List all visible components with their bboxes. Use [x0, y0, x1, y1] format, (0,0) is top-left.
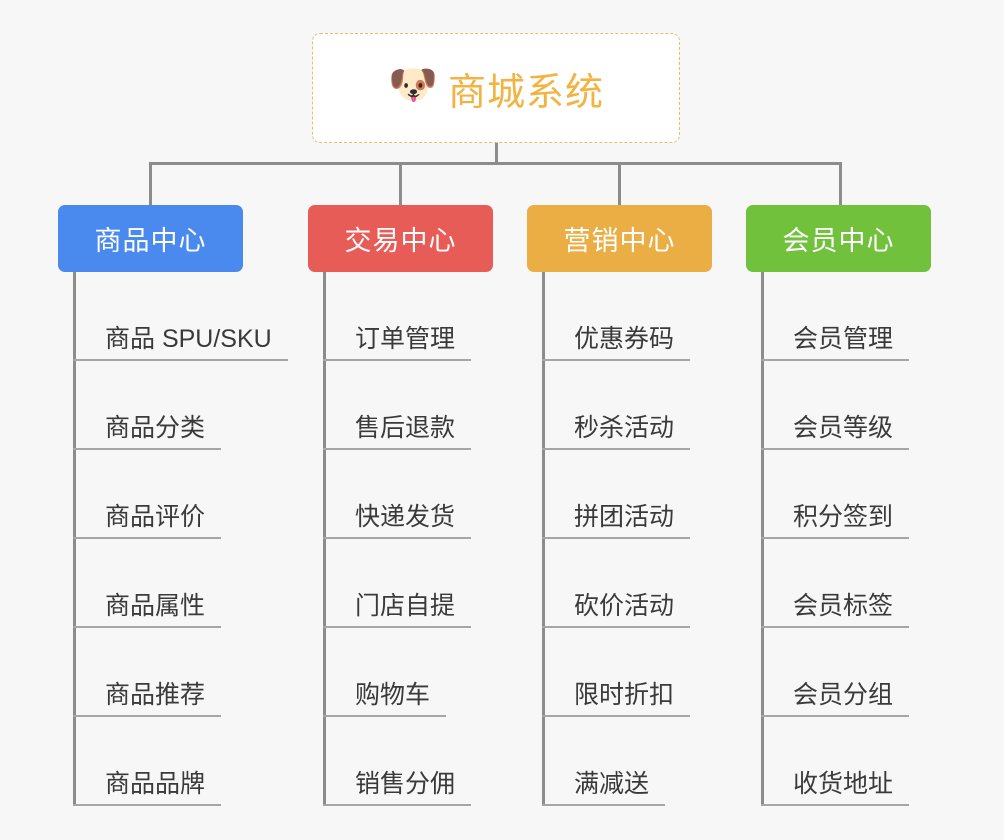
- leaf-item[interactable]: 订单管理: [323, 272, 563, 361]
- leaf-item-label: 商品推荐: [73, 681, 222, 717]
- dog-face-icon: 🐶: [387, 63, 438, 107]
- leaf-item[interactable]: 快递发货: [323, 450, 563, 539]
- leaf-item[interactable]: 优惠券码: [542, 272, 782, 361]
- leaf-item-label: 会员管理: [761, 325, 910, 361]
- leaf-item[interactable]: 拼团活动: [542, 450, 782, 539]
- branch-header-label: 会员中心: [782, 226, 895, 256]
- leaf-item[interactable]: 满减送: [542, 717, 782, 806]
- connector-drop-3: [618, 162, 621, 207]
- branch-spine: [73, 272, 76, 806]
- branch-header[interactable]: 商品中心: [58, 205, 243, 272]
- leaf-item-label: 订单管理: [323, 325, 472, 361]
- root-node[interactable]: 🐶 商城系统: [312, 33, 680, 143]
- connector-drop-4: [839, 162, 842, 207]
- leaf-item[interactable]: 会员分组: [761, 628, 1001, 717]
- leaf-list: 优惠券码秒杀活动拼团活动砍价活动限时折扣满减送: [542, 272, 782, 806]
- leaf-item-label: 门店自提: [323, 592, 472, 628]
- leaf-item-label: 拼团活动: [542, 503, 691, 539]
- leaf-item[interactable]: 商品属性: [73, 539, 313, 628]
- leaf-item[interactable]: 会员标签: [761, 539, 1001, 628]
- branch-header-label: 商品中心: [94, 226, 207, 256]
- branch-header-label: 交易中心: [344, 226, 457, 256]
- leaf-item[interactable]: 商品品牌: [73, 717, 313, 806]
- connector-drop-2: [399, 162, 402, 207]
- leaf-item-label: 商品 SPU/SKU: [73, 325, 288, 361]
- leaf-item-label: 销售分佣: [323, 770, 472, 806]
- leaf-item[interactable]: 积分签到: [761, 450, 1001, 539]
- leaf-list: 订单管理售后退款快递发货门店自提购物车销售分佣: [323, 272, 563, 806]
- leaf-item-label: 优惠券码: [542, 325, 691, 361]
- leaf-item[interactable]: 商品 SPU/SKU: [73, 272, 313, 361]
- root-title: 商城系统: [447, 71, 604, 114]
- leaf-item[interactable]: 会员管理: [761, 272, 1001, 361]
- connector-root-stem: [495, 143, 498, 164]
- leaf-item-label: 限时折扣: [542, 681, 691, 717]
- leaf-item-label: 商品品牌: [73, 770, 222, 806]
- leaf-item-label: 快递发货: [323, 503, 472, 539]
- leaf-item-label: 商品分类: [73, 414, 222, 450]
- leaf-item[interactable]: 砍价活动: [542, 539, 782, 628]
- leaf-item[interactable]: 销售分佣: [323, 717, 563, 806]
- leaf-item[interactable]: 会员等级: [761, 361, 1001, 450]
- leaf-item-label: 会员标签: [761, 592, 910, 628]
- leaf-item-label: 砍价活动: [542, 592, 691, 628]
- leaf-item[interactable]: 购物车: [323, 628, 563, 717]
- leaf-item-label: 满减送: [542, 770, 666, 806]
- leaf-item-label: 购物车: [323, 681, 447, 717]
- branch-spine: [542, 272, 545, 806]
- branch-header[interactable]: 营销中心: [527, 205, 712, 272]
- leaf-item[interactable]: 售后退款: [323, 361, 563, 450]
- leaf-item[interactable]: 门店自提: [323, 539, 563, 628]
- connector-drop-1: [149, 162, 152, 207]
- leaf-item-label: 积分签到: [761, 503, 910, 539]
- leaf-item[interactable]: 商品推荐: [73, 628, 313, 717]
- leaf-list: 会员管理会员等级积分签到会员标签会员分组收货地址: [761, 272, 1001, 806]
- leaf-item[interactable]: 秒杀活动: [542, 361, 782, 450]
- branch-header[interactable]: 交易中心: [308, 205, 493, 272]
- leaf-item[interactable]: 限时折扣: [542, 628, 782, 717]
- branch-header[interactable]: 会员中心: [746, 205, 931, 272]
- leaf-list: 商品 SPU/SKU 商品分类商品评价商品属性商品推荐商品品牌: [73, 272, 313, 806]
- branch-header-label: 营销中心: [563, 226, 676, 256]
- leaf-item-label: 售后退款: [323, 414, 472, 450]
- leaf-item-label: 商品属性: [73, 592, 222, 628]
- connector-horizontal-bar: [150, 162, 842, 165]
- leaf-item-label: 收货地址: [761, 770, 910, 806]
- leaf-item-label: 秒杀活动: [542, 414, 691, 450]
- leaf-item[interactable]: 收货地址: [761, 717, 1001, 806]
- leaf-item-label: 会员分组: [761, 681, 910, 717]
- leaf-item-label: 商品评价: [73, 503, 222, 539]
- leaf-item[interactable]: 商品分类: [73, 361, 313, 450]
- branch-spine: [761, 272, 764, 806]
- leaf-item[interactable]: 商品评价: [73, 450, 313, 539]
- leaf-item-label: 会员等级: [761, 414, 910, 450]
- branch-spine: [323, 272, 326, 806]
